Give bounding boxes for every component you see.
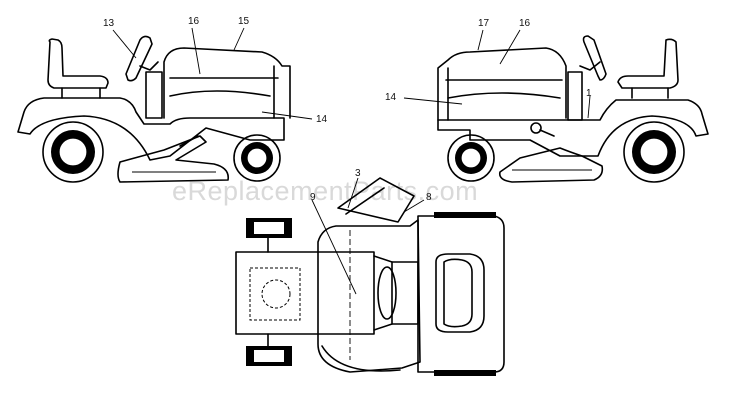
callout-3: 3 (355, 168, 361, 179)
callout-13: 13 (103, 18, 115, 29)
tractor-top-view: 3 9 8 (235, 168, 505, 376)
callout-16: 16 (188, 16, 200, 27)
callout-14: 14 (316, 114, 328, 125)
callout-17: 17 (478, 18, 490, 29)
callout-16-right: 16 (519, 18, 531, 29)
callout-14-right: 14 (385, 92, 397, 103)
callout-9: 9 (310, 192, 316, 203)
watermark: eReplacementParts.com (172, 176, 478, 206)
tractor-right-side-view: 17 16 14 1 (385, 18, 709, 183)
callout-8: 8 (426, 192, 432, 203)
tractor-left-side-view: 13 16 15 14 (17, 16, 328, 183)
callout-1: 1 (586, 88, 592, 99)
callout-15: 15 (238, 16, 250, 27)
